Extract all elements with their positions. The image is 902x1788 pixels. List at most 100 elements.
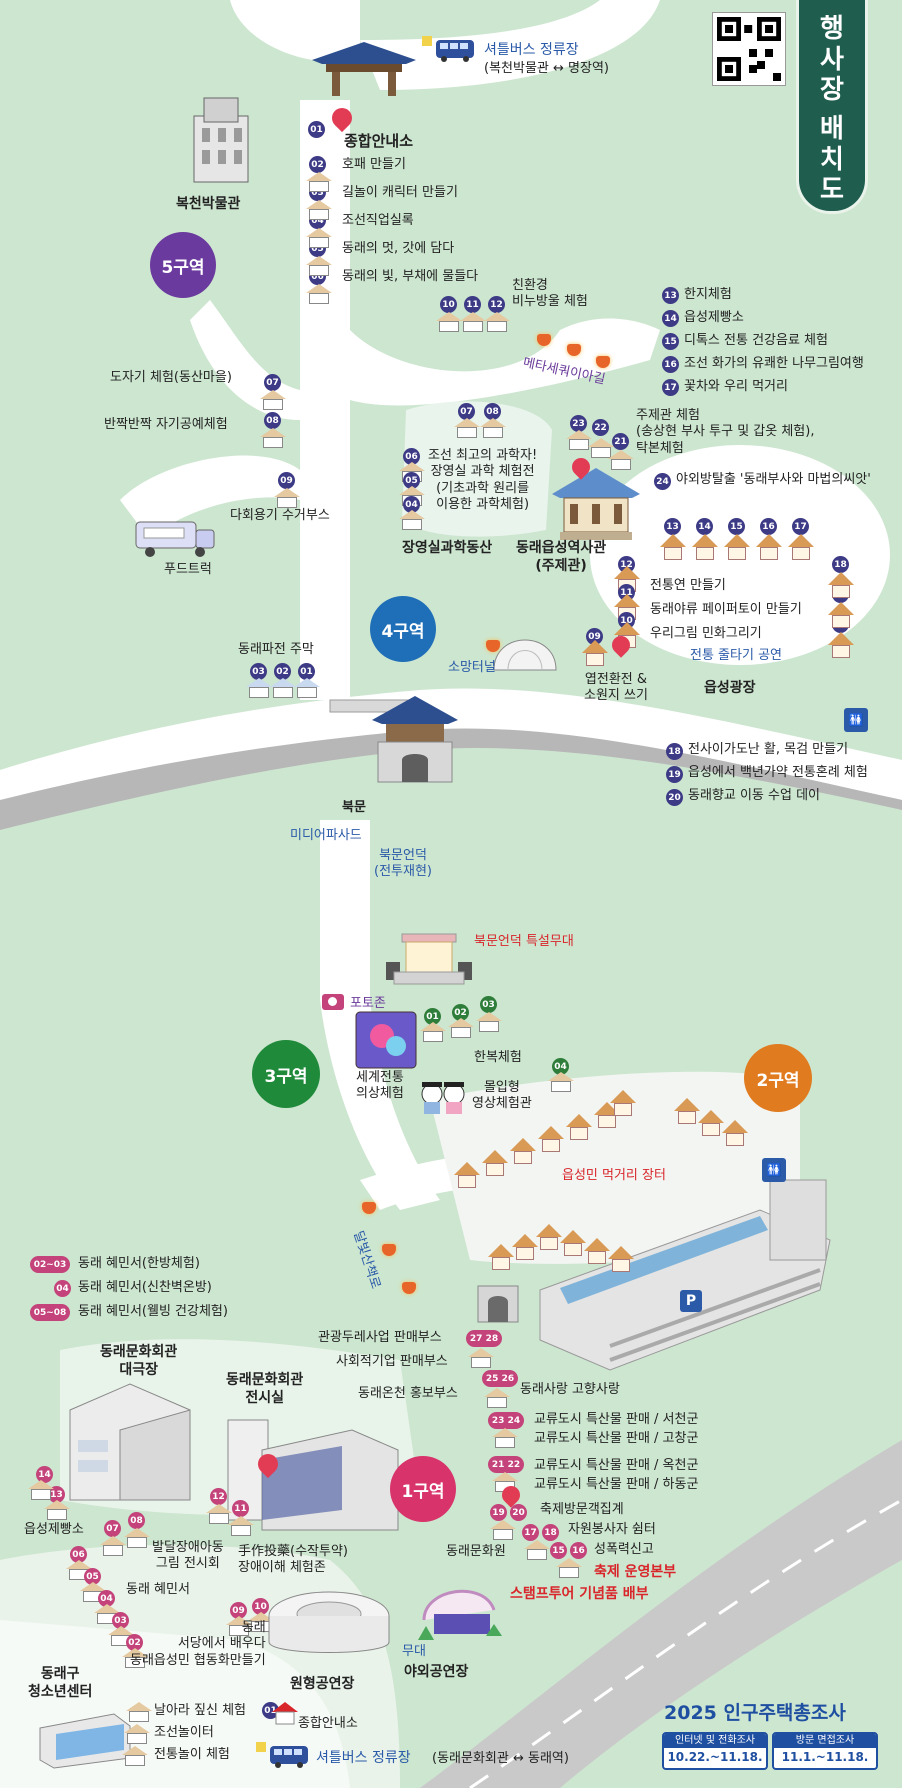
exchange-numbers: 23 24 bbox=[488, 1412, 524, 1429]
census-visit-label: 방문 면접조사 bbox=[774, 1734, 876, 1748]
toilet-icon: 🚻 bbox=[844, 708, 868, 732]
booth-hut bbox=[610, 1090, 636, 1116]
booth-hut bbox=[788, 534, 814, 560]
plaza-number: 18 bbox=[832, 556, 849, 573]
booth-tent bbox=[608, 450, 634, 470]
booth-tent bbox=[556, 1558, 582, 1578]
item-number: 02 bbox=[309, 156, 326, 173]
booth-tent bbox=[480, 418, 506, 438]
shuttle-top-route: (복천박물관 ↔ 명장역) bbox=[484, 61, 609, 76]
tightrope-label: 전통 줄타기 공연 bbox=[690, 648, 782, 663]
booth-tent bbox=[44, 1500, 70, 1520]
museum-building bbox=[193, 97, 249, 183]
booth-hut bbox=[756, 534, 782, 560]
booth-numbers: 27 28 bbox=[466, 1330, 502, 1347]
plaza-label: 읍성광장 bbox=[704, 680, 756, 696]
clinic-number: 05 bbox=[84, 1568, 101, 1585]
world-costume-label: 세계전통 의상체험 bbox=[356, 1070, 404, 1102]
booth-hut bbox=[512, 1234, 538, 1260]
qr-code-icon[interactable] bbox=[712, 12, 786, 86]
booth-hut bbox=[538, 1126, 564, 1152]
coin-exchange-label: 엽전환전 & 소원지 쓰기 bbox=[584, 672, 648, 704]
game-label: 전통놀이 체험 bbox=[154, 1747, 230, 1762]
media-facade-label: 미디어파사드 bbox=[290, 828, 362, 843]
eco-number: 12 bbox=[488, 296, 505, 313]
lantern-icon bbox=[382, 1244, 396, 1256]
list-label: 읍성제빵소 bbox=[684, 310, 744, 325]
science-exhibit-label: 조선 최고의 과학자! 장영실 과학 체험전 (기초과학 원리를 이용한 과학체… bbox=[428, 448, 538, 512]
booth-tent bbox=[492, 1428, 518, 1448]
immersive-label: 몰입형 영상체험관 bbox=[472, 1080, 532, 1112]
escape-number: 24 bbox=[654, 473, 671, 490]
youth-center-label: 동래구 청소년센터 bbox=[28, 1666, 93, 1700]
list-label: 동래향교 이동 수업 데이 bbox=[688, 788, 820, 803]
collection-booth-number: 09 bbox=[278, 472, 295, 489]
list-label: 디톡스 전통 건강음료 체험 bbox=[684, 333, 828, 348]
booth-hut bbox=[722, 1120, 748, 1146]
service-number: 17 bbox=[522, 1524, 539, 1541]
seodang-number: 10 bbox=[252, 1598, 269, 1615]
plaza-number: 16 bbox=[760, 518, 777, 535]
service-number: 18 bbox=[542, 1524, 559, 1541]
item-label: 길놀이 캐릭터 만들기 bbox=[342, 185, 458, 200]
exchange-line: 교류도시 특산물 판매 / 고창군 bbox=[534, 1431, 699, 1446]
service-number: 15 bbox=[550, 1542, 567, 1559]
shuttle-top-label: 셔틀버스 정류장 bbox=[484, 42, 579, 58]
info-center-label: 종합안내소 bbox=[298, 1716, 358, 1731]
booth-tent bbox=[454, 418, 480, 438]
exhibit-hall-label: 동래문화회관 전시실 bbox=[226, 1372, 304, 1406]
legend-label: 동래 혜민서(웰빙 건강체험) bbox=[78, 1304, 228, 1319]
booth-hut bbox=[660, 534, 686, 560]
lantern-icon bbox=[486, 640, 500, 652]
toilet-icon: 🚻 bbox=[762, 1158, 786, 1182]
science-number: 05 bbox=[403, 472, 420, 489]
service-number: 20 bbox=[510, 1504, 527, 1521]
census-visit-dates: 11.1.~11.18. bbox=[781, 1750, 869, 1764]
service-number: 16 bbox=[570, 1542, 587, 1559]
census-internet-dates: 10.22.~11.18. bbox=[667, 1750, 763, 1764]
service-label: 자원봉사자 쉼터 bbox=[568, 1522, 656, 1537]
booth-hut bbox=[692, 534, 718, 560]
history-hall-building bbox=[552, 468, 640, 540]
booth-tent bbox=[246, 678, 272, 698]
booth-tent bbox=[226, 1616, 252, 1636]
exhibit-hall-building bbox=[227, 1419, 399, 1531]
census-internet-badge: 인터넷 및 전화조사 10.22.~11.18. bbox=[662, 1732, 768, 1770]
list-number: 14 bbox=[662, 310, 679, 327]
booth-label: 관광두레사업 판매부스 bbox=[318, 1330, 442, 1345]
booth-tent bbox=[274, 488, 300, 508]
legend-label: 동래 혜민서(신찬벽온방) bbox=[78, 1280, 212, 1295]
title-char: 배 bbox=[820, 114, 844, 145]
gate-icon bbox=[312, 42, 416, 96]
legend-label: 동래 혜민서(한방체험) bbox=[78, 1256, 200, 1271]
pajeon-label: 동래파전 주막 bbox=[238, 642, 314, 657]
booth-tent bbox=[548, 1072, 574, 1092]
science-park-ground bbox=[402, 401, 552, 537]
theme-number: 21 bbox=[612, 433, 629, 450]
booth-hut bbox=[828, 602, 854, 628]
booth-tent bbox=[294, 678, 320, 698]
food-street-label: 읍성민 먹거리 장터 bbox=[562, 1168, 666, 1183]
art-number: 07 bbox=[104, 1520, 121, 1537]
booth-hut bbox=[482, 1150, 508, 1176]
wish-tunnel-label: 소망터널 bbox=[448, 660, 496, 675]
lantern-icon bbox=[362, 1202, 376, 1214]
clinic-number: 02 bbox=[126, 1634, 143, 1651]
theme-number: 23 bbox=[570, 415, 587, 432]
booth-tent bbox=[306, 228, 332, 248]
title-banner: 행 사 장 배 치 도 bbox=[796, 0, 868, 214]
science-park-label: 장영실과학동산 bbox=[402, 540, 493, 556]
zone1-badge: 1구역 bbox=[390, 1456, 456, 1522]
art-number: 08 bbox=[128, 1512, 145, 1529]
eco-bubble-label: 친환경 비누방울 체험 bbox=[512, 278, 588, 310]
pajeon-number: 02 bbox=[274, 663, 291, 680]
lantern-icon bbox=[596, 356, 610, 368]
special-stage-label: 북문언덕 특설무대 bbox=[474, 934, 574, 949]
handwork-label: 手作投藥(수작투약) 장애이해 체험존 bbox=[238, 1544, 348, 1576]
title-char: 장 bbox=[820, 75, 844, 106]
exchange-numbers: 21 22 bbox=[488, 1456, 524, 1473]
booth-tent bbox=[122, 1648, 148, 1668]
booth-tent bbox=[306, 284, 332, 304]
bus-icon bbox=[422, 36, 476, 62]
legend-range: 04 bbox=[54, 1280, 71, 1297]
